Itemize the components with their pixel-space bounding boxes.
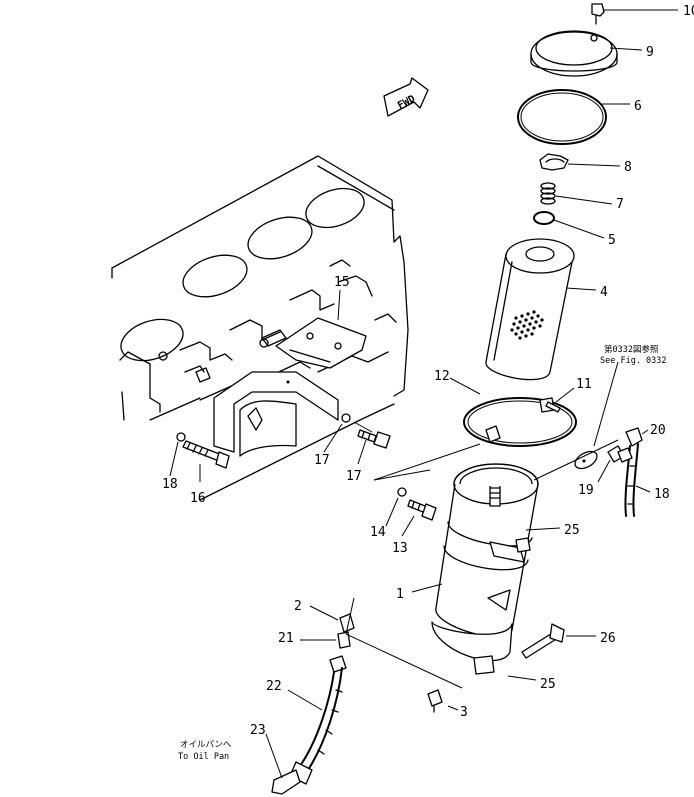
oil-pan-en: To Oil Pan bbox=[178, 752, 229, 762]
callout-6: 6 bbox=[634, 99, 642, 114]
callout-16: 16 bbox=[190, 491, 206, 506]
fwd-arrow: FWD bbox=[383, 77, 429, 117]
bracket-15 bbox=[275, 317, 367, 369]
callout-19: 18 bbox=[654, 487, 670, 502]
callout-7: 7 bbox=[616, 197, 624, 212]
valve-8 bbox=[539, 153, 569, 171]
hose-22 bbox=[289, 655, 347, 785]
washer-18-right bbox=[341, 413, 351, 423]
callout-25-lower: 25 bbox=[540, 677, 556, 692]
adapter-23 bbox=[337, 631, 351, 649]
callouts: 10 9 6 8 7 5 4 15 12 11 20 19 18 25 1 2 … bbox=[162, 4, 694, 738]
flange-plate bbox=[574, 450, 598, 470]
callout-21: 20 bbox=[650, 423, 666, 438]
callout-10: 10 bbox=[683, 4, 694, 19]
callout-22: 22 bbox=[266, 679, 282, 694]
callout-9: 9 bbox=[646, 45, 654, 60]
bolt-11 bbox=[545, 401, 561, 413]
callout-8: 8 bbox=[624, 160, 632, 175]
callout-24: 23 bbox=[250, 723, 266, 738]
see-fig-jp: 第0332図参照 bbox=[604, 344, 659, 355]
elbow-24 bbox=[271, 769, 301, 795]
callout-13: 13 bbox=[392, 541, 408, 556]
callout-4: 4 bbox=[600, 285, 608, 300]
callout-5: 5 bbox=[608, 233, 616, 248]
engine-block bbox=[111, 155, 409, 501]
oil-pan-jp: オイルパンへ bbox=[180, 740, 232, 750]
bolt-16 bbox=[182, 440, 230, 469]
bolt-17 bbox=[357, 429, 391, 449]
shield-plate bbox=[213, 371, 339, 457]
callout-26: 26 bbox=[600, 631, 616, 646]
clamp-band-12 bbox=[463, 397, 577, 447]
drain-plug-3 bbox=[427, 689, 443, 713]
callout-14: 14 bbox=[370, 525, 386, 540]
washer-18-left bbox=[176, 432, 186, 442]
callout-3: 3 bbox=[460, 705, 468, 720]
plug-10 bbox=[591, 3, 605, 25]
callout-12: 12 bbox=[434, 369, 450, 384]
leader-lines bbox=[169, 9, 678, 779]
fitting-2 bbox=[339, 613, 355, 633]
washer-14 bbox=[397, 487, 407, 497]
callout-20: 19 bbox=[578, 483, 594, 498]
callout-17: 17 bbox=[346, 469, 362, 484]
filter-case-1 bbox=[431, 463, 539, 675]
callout-23: 21 bbox=[278, 631, 294, 646]
callout-2: 2 bbox=[294, 599, 302, 614]
callout-15: 15 bbox=[334, 275, 350, 290]
filter-element-4 bbox=[485, 238, 575, 381]
callout-25-upper: 25 bbox=[564, 523, 580, 538]
callout-1: 1 bbox=[396, 587, 404, 602]
see-fig-en: See Fig. 0332 bbox=[600, 356, 667, 366]
spring-7 bbox=[540, 182, 556, 205]
callout-11: 11 bbox=[576, 377, 592, 392]
sensor-26 bbox=[521, 623, 565, 659]
o-ring-6 bbox=[517, 89, 607, 145]
callout-18-right: 17 bbox=[314, 453, 330, 468]
see-figure-note: 第0332図参照 See Fig. 0332 bbox=[600, 344, 667, 366]
filter-cap-9 bbox=[530, 30, 618, 77]
elbow-21 bbox=[625, 427, 643, 447]
hose-19 bbox=[617, 443, 639, 517]
oil-pan-note: オイルパンへ To Oil Pan bbox=[178, 740, 232, 762]
bolt-13 bbox=[407, 499, 437, 521]
callout-18-left: 18 bbox=[162, 477, 178, 492]
o-ring-5 bbox=[533, 211, 555, 225]
